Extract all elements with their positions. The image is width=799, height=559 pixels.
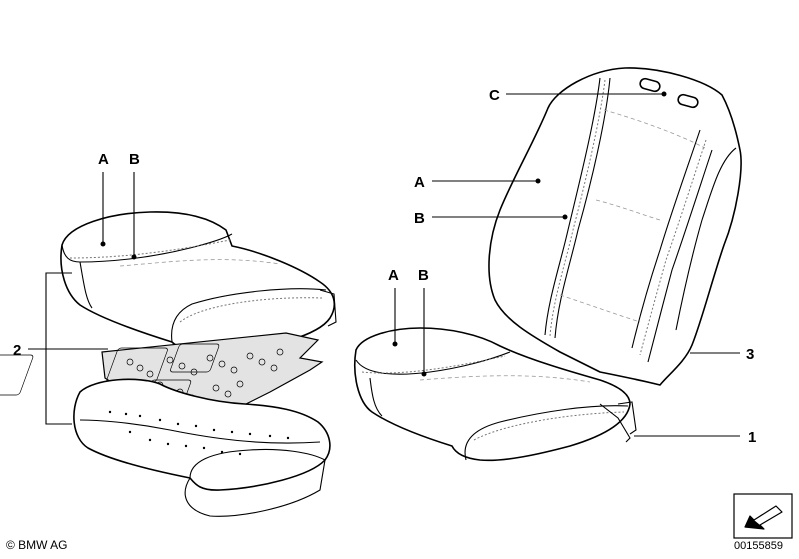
- label-right-b: B: [414, 210, 425, 227]
- label-right-1: 1: [748, 429, 756, 446]
- right-leaders: [392, 91, 740, 437]
- label-right-c: C: [489, 87, 500, 104]
- right-backrest: [488, 67, 742, 386]
- left-seat-cushion-cover: [60, 211, 337, 354]
- label-left-b: B: [129, 151, 140, 168]
- document-number: 00155859: [734, 540, 783, 552]
- left-seat-foam-base: [73, 378, 331, 517]
- label-right-a: A: [414, 174, 425, 191]
- label-left-a: A: [98, 151, 109, 168]
- label-left-2: 2: [13, 342, 21, 359]
- label-right-3: 3: [746, 346, 754, 363]
- foam-base-dots: [108, 410, 290, 456]
- headrest-slots: [639, 77, 699, 109]
- arrow-icon: [733, 493, 793, 539]
- label-center-a: A: [388, 267, 399, 284]
- left-leaders: [28, 172, 137, 425]
- copyright-text: © BMW AG: [6, 538, 68, 552]
- label-center-b: B: [418, 267, 429, 284]
